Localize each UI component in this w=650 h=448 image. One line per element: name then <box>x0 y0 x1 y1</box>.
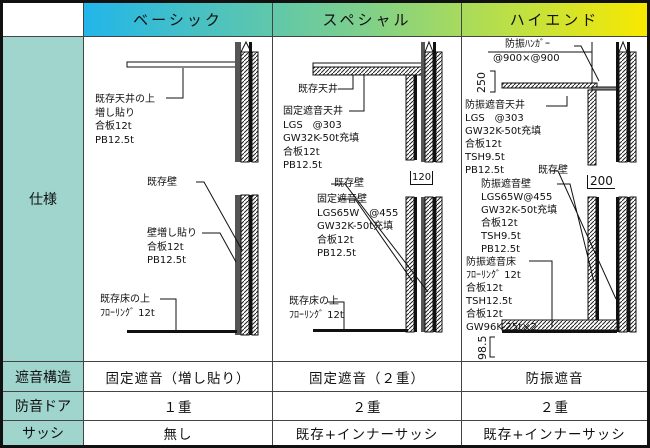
highend-gap-dimension: 200 <box>587 175 615 189</box>
door-special: ２重 <box>273 392 462 421</box>
header-basic: ベーシック <box>84 3 273 37</box>
sash-special: 既存+インナーサッシ <box>273 421 462 445</box>
header-highend: ハイエンド <box>462 3 647 37</box>
sash-highend: 既存+インナーサッシ <box>483 427 626 443</box>
row-label-spec: 仕様 <box>3 37 84 362</box>
row-label-structure: 遮音構造 <box>3 362 84 392</box>
structure-highend: 防振遮音 <box>462 362 647 392</box>
door-highend: ２重 <box>462 392 647 421</box>
door-basic: １重 <box>84 392 273 421</box>
special-section-svg <box>312 40 443 333</box>
basic-floor-note: 既存床の上ﾌﾛｰﾘﾝｸﾞ 12t <box>100 294 155 319</box>
structure-special: 固定遮音（２重） <box>273 362 462 392</box>
highend-section-svg <box>488 40 637 358</box>
corner-cell <box>3 3 84 37</box>
header-gradient <box>84 3 647 37</box>
structure-basic: 固定遮音（増し貼り） <box>84 362 273 392</box>
sash-basic: 無し <box>84 421 273 445</box>
row-label-door: 防音ドア <box>3 392 84 421</box>
highend-hanger-note: 防振ﾊﾝｶﾞｰ@900×@900 <box>493 39 560 64</box>
special-existing-wall-label: 既存壁 <box>334 178 364 189</box>
highend-existing-wall-label: 既存壁 <box>538 165 568 176</box>
row-label-sash: サッシ <box>3 421 84 445</box>
basic-section-svg <box>126 40 259 336</box>
special-existing-ceiling-label: 既存天井 <box>298 84 338 95</box>
header-special: スペシャル <box>273 3 462 37</box>
special-floor-note: 既存床の上ﾌﾛｰﾘﾝｸﾞ 12t <box>289 296 344 321</box>
special-gap-dimension: 120 <box>410 171 434 185</box>
basic-existing-wall-label: 既存壁 <box>147 177 177 188</box>
